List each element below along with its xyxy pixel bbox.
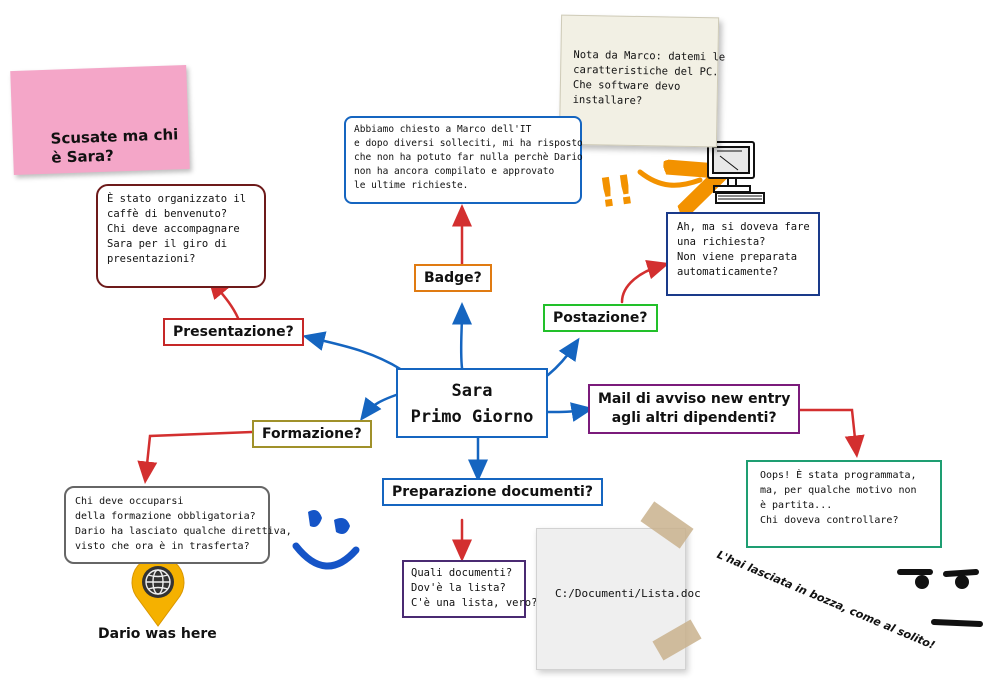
connector-postazione-note [620,260,670,304]
branch-mail: Mail di avviso new entry agli altri dipe… [588,384,801,434]
marco-line-4: installare? [572,93,643,108]
note-presentazione-line-5: presentazioni? [107,253,196,265]
branch-mail-line-1: Mail di avviso new entry [598,391,791,407]
central-title-line-1: Sara [451,381,493,401]
note-presentazione-line-2: caffè di benvenuto? [107,208,228,220]
connector-postazione [546,337,580,377]
note-postazione-line-4: automaticamente? [677,266,779,278]
branch-badge: Badge? [414,264,492,292]
note-badge-line-1: Abbiamo chiesto a Marco dell'IT [354,124,532,135]
branch-documenti-label: Preparazione documenti? [392,484,593,500]
central-title-line-2: Primo Giorno [410,407,534,427]
connector-presentazione [302,331,404,372]
sticky-note-marco: Nota da Marco: datemi le caratteristiche… [558,14,725,148]
note-formazione-line-1: Chi deve occuparsi [75,496,184,507]
note-presentazione-line-1: È stato organizzato il [107,193,247,205]
sticky-pink-line-2: è Sara? [50,146,115,167]
note-badge-line-2: e dopo diversi solleciti, mi ha risposto [354,138,583,149]
branch-presentazione-label: Presentazione? [173,324,294,340]
note-documenti: Quali documenti? Dov'è la lista? C'è una… [402,560,538,618]
branch-postazione-label: Postazione? [553,310,648,326]
note-connectors [137,204,865,562]
connector-mail-note [794,408,865,458]
note-formazione: Chi deve occuparsi della formazione obbl… [64,486,292,564]
exclamation-marks: !! [595,167,638,218]
central-connectors [302,302,594,482]
note-badge-line-3: che non ha potuto far nulla perchè Dario [354,152,583,163]
branch-badge-label: Badge? [424,270,482,286]
note-postazione-line-1: Ah, ma si doveva fare [677,221,810,233]
note-mail-line-1: Oops! È stata programmata, [760,470,917,481]
connector-formazione [359,393,398,421]
branch-formazione-label: Formazione? [262,426,362,442]
branch-documenti: Preparazione documenti? [382,478,603,506]
note-documenti-line-3: C'è una lista, vero? [411,597,538,609]
connector-badge [451,302,472,370]
note-documenti-line-2: Dov'è la lista? [411,582,506,594]
smiley-icon [292,510,360,570]
document-paper: C:/Documenti/Lista.doc [536,501,702,670]
note-formazione-line-4: visto che ora è in trasferta? [75,541,250,552]
note-formazione-line-3: Dario ha lasciato qualche direttiva, [75,526,292,537]
note-mail: Oops! È stata programmata, ma, per qualc… [746,460,942,548]
globe-pin-icon [131,555,185,627]
note-presentazione-line-3: Chi deve accompagnare [107,223,240,235]
branch-postazione: Postazione? [543,304,658,332]
note-mail-line-4: Chi doveva controllare? [760,515,899,526]
sticky-pink-text: Scusate ma chi è Sara? [50,125,179,167]
branch-presentazione: Presentazione? [163,318,304,346]
note-mail-line-2: ma, per qualche motivo non [760,485,917,496]
note-presentazione-line-4: Sara per il giro di [107,238,228,250]
note-formazione-line-2: della formazione obbligatoria? [75,511,256,522]
note-documenti-line-1: Quali documenti? [411,567,513,579]
note-badge: Abbiamo chiesto a Marco dell'IT e dopo d… [344,116,583,204]
exclamation-group: !! [595,167,700,218]
connector-formazione-note [137,430,254,484]
connector-presentazione-note [207,276,240,320]
note-presentazione: È stato organizzato il caffè di benvenut… [96,184,266,288]
branch-mail-line-2: agli altri dipendenti? [611,410,777,426]
note-postazione-line-3: Non viene preparata [677,251,798,263]
note-badge-line-5: le ultime richieste. [354,180,469,191]
document-path: C:/Documenti/Lista.doc [555,587,701,600]
connector-mail [546,402,594,422]
sticky-note-pink: Scusate ma chi è Sara? [10,64,190,176]
note-postazione-line-2: una richiesta? [677,236,766,248]
note-postazione: Ah, ma si doveva fare una richiesta? Non… [666,212,820,296]
note-mail-line-3: è partita... [760,500,833,511]
dario-caption: Dario was here [98,626,217,642]
arrow-icon [637,172,700,185]
computer-icon [707,141,765,204]
note-badge-line-4: non ha ancora compilato e approvato [354,166,555,177]
unimpressed-face-icon [897,569,983,627]
central-node: Sara Primo Giorno [396,368,548,438]
branch-formazione: Formazione? [252,420,372,448]
